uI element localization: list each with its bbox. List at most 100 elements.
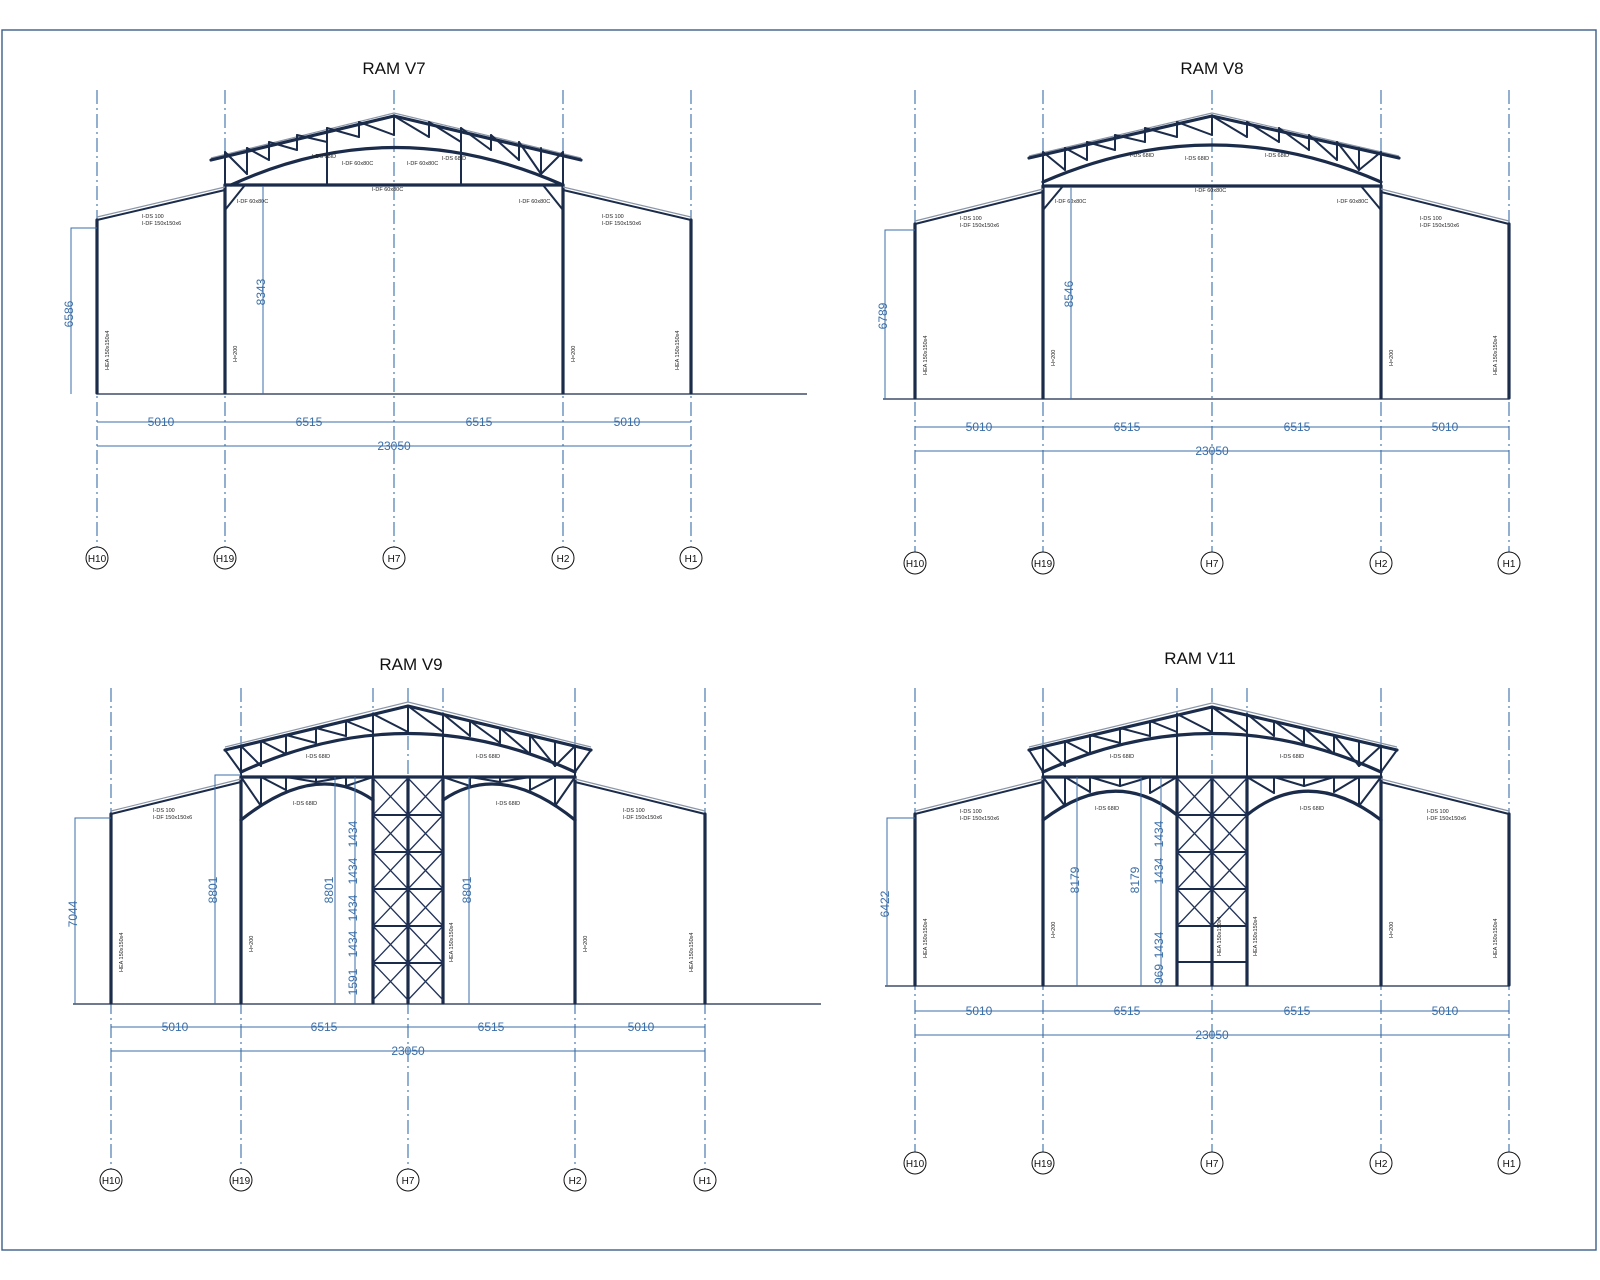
lower-web bbox=[285, 776, 317, 783]
steel-frame bbox=[73, 701, 821, 1005]
dimensions: 5010 6515 6515 5010 23050 7044 8801 8801… bbox=[66, 774, 705, 1058]
member-label: I-DS 68ID bbox=[293, 801, 317, 807]
lower-web bbox=[469, 776, 501, 783]
total-dimension: 23050 bbox=[391, 1044, 425, 1058]
member-label: HEA 150x150x4 bbox=[105, 331, 111, 370]
truss-web bbox=[1064, 740, 1091, 755]
member-label: I-DS 68ID bbox=[496, 801, 520, 807]
dimensions: 5010 6515 6515 5010 23050 6422 8179 8179… bbox=[878, 777, 1509, 1042]
lower-web bbox=[499, 776, 531, 783]
member-label: I-DS 68ID bbox=[1130, 153, 1154, 159]
grid-label: H7 bbox=[1206, 1159, 1219, 1170]
truss-web bbox=[490, 134, 520, 161]
lean-to-rafter bbox=[96, 189, 226, 221]
truss-web bbox=[345, 720, 374, 733]
truss-web bbox=[1144, 127, 1178, 138]
view-ram-v11: RAM V11 bbox=[878, 649, 1521, 1175]
grid-label: H2 bbox=[569, 1176, 582, 1187]
grid-bubble bbox=[1497, 551, 1521, 575]
height-dimension: 8801 bbox=[322, 876, 336, 903]
grid-bubble bbox=[1031, 1151, 1055, 1175]
truss-web bbox=[469, 720, 501, 744]
grid-label: H7 bbox=[1206, 559, 1219, 570]
member-label: I-DS 68ID bbox=[1185, 156, 1209, 162]
truss-web bbox=[1358, 745, 1382, 767]
truss-web bbox=[554, 745, 576, 767]
tower-dimension: 1591 bbox=[346, 968, 360, 995]
grid-bubble bbox=[1200, 551, 1224, 575]
height-dimension: 6586 bbox=[62, 300, 76, 327]
tower-dimension: 1434 bbox=[1152, 931, 1166, 958]
lean-to-rafter bbox=[562, 189, 692, 221]
member-label: I-DF 150x150x6 bbox=[1420, 223, 1459, 229]
height-dimension: 8801 bbox=[460, 876, 474, 903]
height-dimension-line bbox=[70, 227, 97, 394]
grid-bubble bbox=[229, 1168, 253, 1192]
member-label: I-DF 150x150x6 bbox=[602, 221, 641, 227]
member-label: HEA 150x150x4 bbox=[675, 331, 681, 370]
lean-to-rafter bbox=[1380, 191, 1510, 225]
member-label: I-DF 60x80C bbox=[519, 199, 550, 205]
grid-label: H1 bbox=[1503, 1159, 1516, 1170]
grid-label: H19 bbox=[1034, 559, 1053, 570]
member-label: I-DF 150x150x6 bbox=[153, 815, 192, 821]
member-label: I-DF 60x80C bbox=[407, 161, 438, 167]
view-title: RAM V7 bbox=[362, 59, 425, 78]
lean-to-rafter bbox=[574, 781, 706, 815]
span-dimension: 5010 bbox=[162, 1020, 189, 1034]
lower-web bbox=[1042, 776, 1066, 807]
truss-web bbox=[1273, 720, 1305, 744]
lower-web bbox=[260, 776, 287, 791]
span-dimension: 6515 bbox=[296, 415, 323, 429]
span-dimension: 5010 bbox=[148, 415, 175, 429]
member-label: I-DF 150x150x6 bbox=[1427, 816, 1466, 822]
tower-dimension: 1434 bbox=[346, 894, 360, 921]
grid-bubble bbox=[396, 1168, 420, 1192]
member-label: I-DF 60x80C bbox=[372, 187, 403, 193]
member-label: HEA 150x150x4 bbox=[1493, 919, 1499, 958]
grid-label: H19 bbox=[1034, 1159, 1053, 1170]
grid-label: H1 bbox=[1503, 559, 1516, 570]
grid-label: H10 bbox=[88, 554, 107, 565]
truss-web bbox=[1211, 115, 1248, 138]
member-label: I-DS 100 bbox=[1420, 216, 1442, 222]
truss-web bbox=[1303, 727, 1335, 755]
grid-bubble bbox=[903, 551, 927, 575]
tower-dimension: 1434 bbox=[1152, 857, 1166, 884]
height-dimension: 8343 bbox=[254, 278, 268, 305]
haunch-brace bbox=[224, 184, 246, 211]
roof-sheeting bbox=[224, 701, 592, 748]
lower-web bbox=[1358, 776, 1382, 807]
grid-lines bbox=[914, 90, 1510, 553]
lower-arch-right bbox=[441, 782, 577, 822]
grid-bubble bbox=[382, 546, 406, 570]
grid-label: H2 bbox=[1375, 1159, 1388, 1170]
member-label: I-DS 68ID bbox=[306, 754, 330, 760]
truss-web bbox=[1042, 151, 1066, 171]
span-dimension: 5010 bbox=[966, 1004, 993, 1018]
truss-webs bbox=[224, 705, 592, 807]
tower-dimension: 1434 bbox=[346, 857, 360, 884]
dimensions: 5010 6515 6515 5010 23050 6586 8343 bbox=[62, 186, 691, 453]
member-label: H=200 bbox=[1389, 922, 1395, 938]
grid-label: H2 bbox=[1375, 559, 1388, 570]
span-dimension: 5010 bbox=[1432, 420, 1459, 434]
grid-bubble bbox=[1369, 551, 1393, 575]
grid-lines bbox=[96, 90, 692, 548]
truss-web bbox=[1064, 147, 1088, 161]
truss-web bbox=[285, 734, 317, 744]
truss-web bbox=[296, 134, 328, 143]
grid-label: H7 bbox=[402, 1176, 415, 1187]
tower-dimension: 1434 bbox=[1152, 820, 1166, 847]
lean-to-sheeting bbox=[914, 188, 1044, 222]
truss-web bbox=[246, 147, 270, 161]
truss-web bbox=[1176, 713, 1213, 733]
truss-web bbox=[240, 745, 262, 767]
member-label: I-DS 68ID bbox=[476, 754, 500, 760]
lean-to-sheeting bbox=[1380, 778, 1510, 812]
grid-label: H7 bbox=[388, 554, 401, 565]
member-label: I-DS 100 bbox=[960, 216, 982, 222]
lower-web bbox=[1273, 776, 1305, 787]
lean-to-sheeting bbox=[96, 186, 226, 218]
member-label: H=200 bbox=[233, 346, 239, 362]
